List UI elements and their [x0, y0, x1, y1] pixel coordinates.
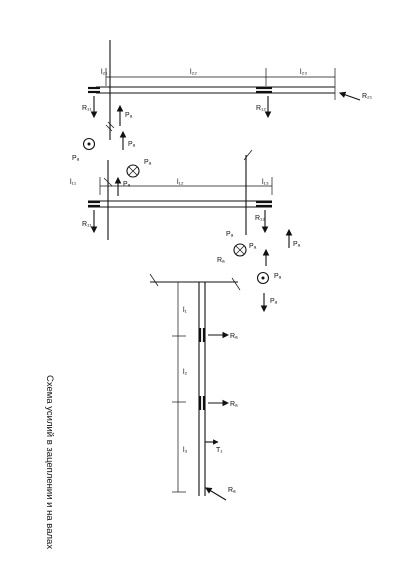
shaft-1: l₂₁ l₂₂ l₂₃ R₁₁ R₁₂ R₂₁ Pₐ Pₐ Pₐ Pₐ	[72, 40, 373, 178]
shaft-1-force-4: Pₐ	[144, 159, 152, 166]
shaft-2-force-7: Pₐ	[270, 298, 278, 305]
shaft-3-dim-1: l₁	[183, 307, 188, 314]
reaction-arrow	[205, 487, 227, 501]
gear-hatch	[107, 121, 115, 129]
cross-mark	[235, 245, 245, 255]
shaft-1-force-3: Pₐ	[72, 155, 80, 162]
gear-hatch	[149, 273, 159, 287]
force-out-of-plane-symbol	[256, 271, 270, 285]
shaft-2-dim-3: l₁₃	[262, 179, 269, 186]
force-into-plane-symbol	[233, 243, 247, 257]
shaft-1-dim-1: l₂₁	[101, 69, 108, 76]
shaft-2-reaction-1: R₁₁	[82, 221, 92, 228]
shaft-3-reaction-2: Rₐ	[230, 401, 238, 408]
gear-hatch	[231, 277, 241, 291]
shaft-2-force-1: Pₐ	[123, 181, 131, 188]
reaction-arrow	[338, 91, 361, 101]
shaft-2-dim-2: l₁₂	[177, 179, 184, 186]
shaft-3-reaction-3: Rₐ	[228, 487, 236, 494]
shaft-1-reaction-2: R₁₂	[256, 105, 266, 112]
diagram-caption: Схема усилий в зацеплении и на валах	[44, 375, 55, 549]
gear-hatch	[243, 149, 253, 161]
shaft-3-torque: T₁	[216, 447, 223, 454]
shaft-3-dim-3: l₃	[183, 447, 188, 454]
shaft-1-dim-3: l₂₃	[300, 69, 307, 76]
force-into-plane-symbol	[126, 164, 140, 178]
shaft-1-reaction-3: R₂₁	[362, 93, 373, 100]
shaft-2-force-5: Rₐ	[217, 257, 225, 264]
gear-hatch	[103, 177, 113, 187]
force-dot	[261, 276, 265, 280]
force-out-of-plane-symbol	[82, 137, 96, 151]
cross-mark	[128, 166, 138, 176]
shaft-1-force-2: Pₐ	[128, 141, 136, 148]
shaft-2-dim-1: l₁₁	[70, 179, 77, 186]
shaft-2-force-4: Pₐ	[226, 231, 234, 238]
shaft-2-force-6: Pₐ	[274, 273, 282, 280]
shaft-2: l₁₁ l₁₂ l₁₃ R₁₁ R₁₂ Pₐ Pₐ Pₐ Pₐ Rₐ Pₐ	[70, 149, 301, 313]
shaft-3-dim-2: l₂	[183, 369, 188, 376]
shaft-2-force-2: Pₐ	[293, 241, 301, 248]
gear-hatch	[105, 124, 113, 132]
shaft-1-dim-2: l₂₂	[190, 69, 197, 76]
shaft-1-force-1: Pₐ	[125, 112, 133, 119]
shaft-3: l₁ l₂ l₃ Rₐ Rₐ Rₐ T₁	[149, 273, 241, 501]
shaft-1-reaction-1: R₁₁	[82, 105, 92, 112]
shaft-3-reaction-1: Rₐ	[230, 333, 238, 340]
shaft-2-force-3: Pₐ	[249, 243, 257, 250]
shaft-2-reaction-2: R₁₂	[255, 215, 265, 222]
force-dot	[87, 142, 91, 146]
